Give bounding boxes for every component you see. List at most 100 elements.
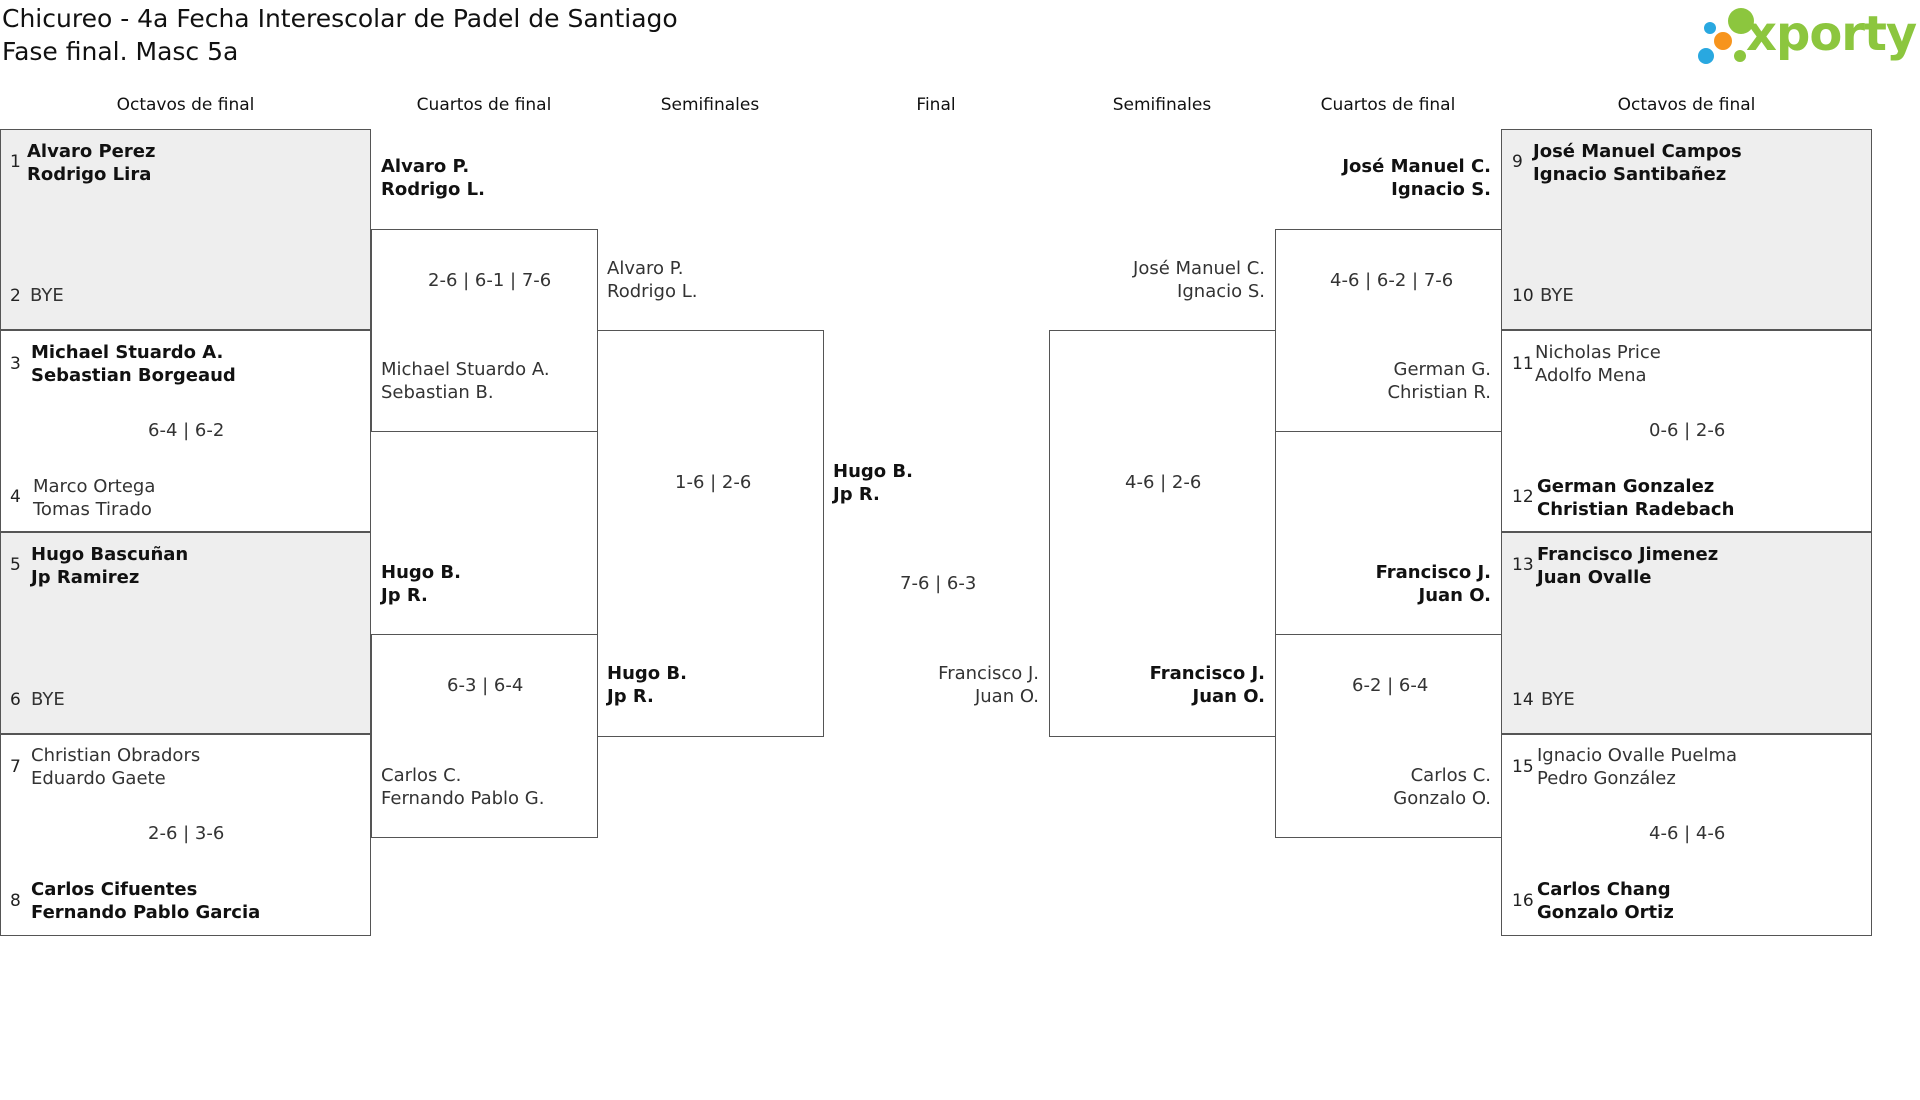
seed-number: 2 xyxy=(10,286,21,306)
player-name: Michael Stuardo A. xyxy=(31,342,224,363)
match-left-octavos-2[interactable] xyxy=(0,330,371,532)
match-left-octavos-3[interactable] xyxy=(0,532,371,734)
match-right-octavos-3[interactable] xyxy=(1501,532,1872,734)
match-left-octavos-1[interactable] xyxy=(0,129,371,330)
seed-number: 16 xyxy=(1512,891,1534,911)
player-name: Francisco Jimenez xyxy=(1537,544,1719,565)
logo-dot-orange xyxy=(1714,32,1732,50)
player-name: Alvaro P. xyxy=(607,258,684,279)
player-name: Carlos C. xyxy=(381,765,462,786)
logo-dot-blue-2 xyxy=(1698,48,1714,64)
player-name: Juan O. xyxy=(1418,585,1491,606)
player-name: José Manuel C. xyxy=(1342,156,1491,177)
player-name: Jp Ramirez xyxy=(31,567,140,588)
seed-number: 6 xyxy=(10,690,21,710)
player-name: Francisco J. xyxy=(1149,663,1265,684)
player-name: Alvaro P. xyxy=(381,156,470,177)
player-name: Pedro González xyxy=(1537,768,1676,789)
match-right-octavos-1[interactable] xyxy=(1501,129,1872,330)
seed-number: 15 xyxy=(1512,757,1534,777)
logo-dot-green-2 xyxy=(1734,50,1746,62)
bye-label: BYE xyxy=(1541,689,1575,710)
player-name: Christian Obradors xyxy=(31,745,201,766)
bye-label: BYE xyxy=(31,689,65,710)
seed-number: 13 xyxy=(1512,555,1534,575)
player-name: Hugo B. xyxy=(833,461,913,482)
player-name: Gonzalo Ortiz xyxy=(1537,902,1674,923)
seed-number: 4 xyxy=(10,487,21,507)
seed-number: 12 xyxy=(1512,487,1534,507)
player-name: Eduardo Gaete xyxy=(31,768,166,789)
seed-number: 10 xyxy=(1512,286,1534,306)
player-name: Francisco J. xyxy=(938,663,1039,684)
player-name: Tomas Tirado xyxy=(33,499,152,520)
title-line-1: Chicureo - 4a Fecha Interescolar de Pade… xyxy=(2,4,678,33)
match-score: 4-6 | 4-6 xyxy=(1649,823,1726,844)
player-name: Juan O. xyxy=(1192,686,1265,707)
player-name: José Manuel C. xyxy=(1133,258,1265,279)
match-score: 6-2 | 6-4 xyxy=(1352,675,1429,696)
player-name: Carlos Chang xyxy=(1537,879,1671,900)
seed-number: 3 xyxy=(10,354,21,374)
bye-label: BYE xyxy=(1540,285,1574,306)
player-name: Hugo B. xyxy=(607,663,687,684)
player-name: Ignacio S. xyxy=(1177,281,1265,302)
player-name: Sebastian Borgeaud xyxy=(31,365,236,386)
match-left-semis[interactable] xyxy=(597,330,824,737)
player-name: Ignacio S. xyxy=(1391,179,1491,200)
bye-label: BYE xyxy=(30,285,64,306)
player-name: Fernando Pablo G. xyxy=(381,788,545,809)
match-score: 4-6 | 2-6 xyxy=(1125,472,1202,493)
player-name: Christian R. xyxy=(1387,382,1491,403)
page-title: Chicureo - 4a Fecha Interescolar de Pade… xyxy=(2,2,678,68)
header-left-semis: Semifinales xyxy=(660,95,760,115)
header-left-cuartos: Cuartos de final xyxy=(416,95,552,115)
header-left-octavos: Octavos de final xyxy=(116,95,255,115)
player-name: Fernando Pablo Garcia xyxy=(31,902,261,923)
player-name: Carlos Cifuentes xyxy=(31,879,198,900)
match-score: 1-6 | 2-6 xyxy=(675,472,752,493)
player-name: Rodrigo Lira xyxy=(27,164,152,185)
match-score: 2-6 | 6-1 | 7-6 xyxy=(428,270,552,291)
header-right-cuartos: Cuartos de final xyxy=(1320,95,1456,115)
player-name: José Manuel Campos xyxy=(1533,141,1742,162)
match-score: 2-6 | 3-6 xyxy=(148,823,225,844)
match-score: 0-6 | 2-6 xyxy=(1649,420,1726,441)
seed-number: 7 xyxy=(10,757,21,777)
logo-dot-blue-1 xyxy=(1704,22,1716,34)
seed-number: 9 xyxy=(1512,152,1523,172)
player-name: Ignacio Santibañez xyxy=(1533,164,1727,185)
logo-dot-green xyxy=(1728,8,1754,34)
player-name: Rodrigo L. xyxy=(381,179,485,200)
player-name: Hugo Bascuñan xyxy=(31,544,189,565)
match-right-octavos-2[interactable] xyxy=(1501,330,1872,532)
match-score: 6-4 | 6-2 xyxy=(148,420,225,441)
player-name: Hugo B. xyxy=(381,562,461,583)
player-name: Carlos C. xyxy=(1410,765,1491,786)
player-name: Ignacio Ovalle Puelma xyxy=(1537,745,1738,766)
match-score: 6-3 | 6-4 xyxy=(447,675,524,696)
header-right-semis: Semifinales xyxy=(1112,95,1212,115)
player-name: Juan Ovalle xyxy=(1537,567,1652,588)
header-right-octavos: Octavos de final xyxy=(1617,95,1756,115)
player-name: Sebastian B. xyxy=(381,382,494,403)
seed-number: 5 xyxy=(10,555,21,575)
xporty-logo[interactable]: xporty xyxy=(1684,2,1917,72)
seed-number: 14 xyxy=(1512,690,1534,710)
player-name: Gonzalo O. xyxy=(1393,788,1491,809)
player-name: Alvaro Perez xyxy=(27,141,156,162)
logo-text: xporty xyxy=(1746,6,1917,62)
player-name: Adolfo Mena xyxy=(1535,365,1647,386)
player-name: Jp R. xyxy=(381,585,428,606)
player-name: Francisco J. xyxy=(1375,562,1491,583)
seed-number: 11 xyxy=(1512,354,1534,374)
player-name: Rodrigo L. xyxy=(607,281,698,302)
seed-number: 1 xyxy=(10,152,21,172)
match-left-octavos-4[interactable] xyxy=(0,734,371,936)
player-name: Nicholas Price xyxy=(1535,342,1661,363)
match-score: 4-6 | 6-2 | 7-6 xyxy=(1330,270,1454,291)
seed-number: 8 xyxy=(10,891,21,911)
match-right-semis[interactable] xyxy=(1049,330,1276,737)
match-right-octavos-4[interactable] xyxy=(1501,734,1872,936)
player-name: Christian Radebach xyxy=(1537,499,1735,520)
